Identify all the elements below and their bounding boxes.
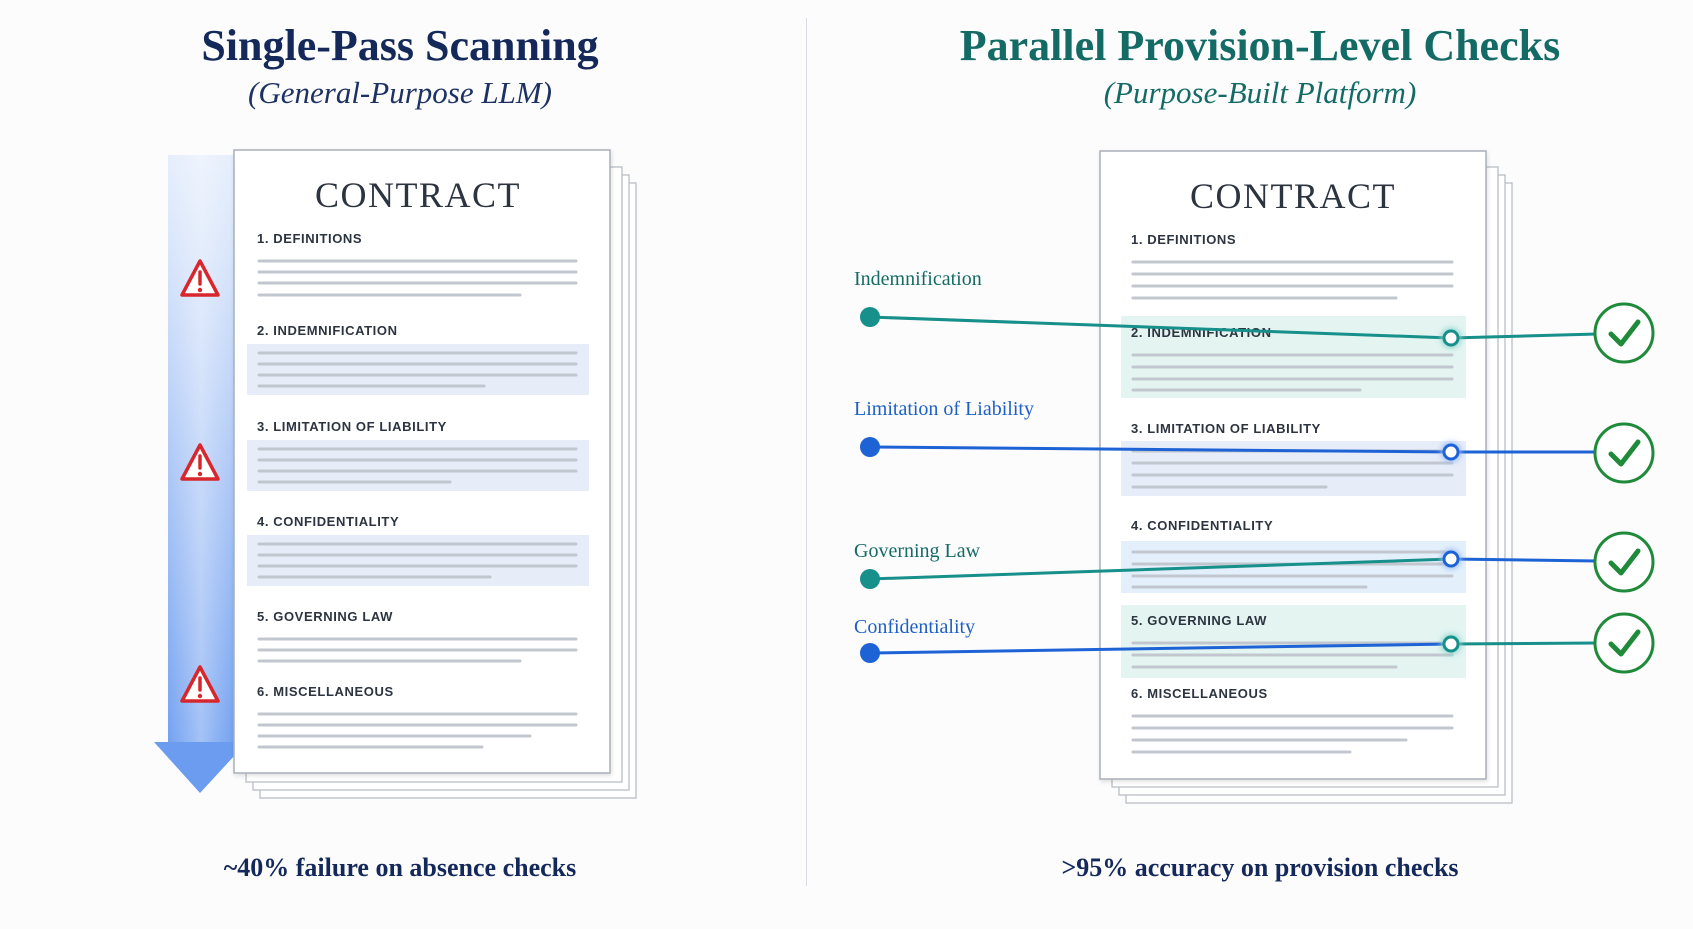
left-title: Single-Pass Scanning bbox=[201, 21, 599, 70]
down-arrow-icon bbox=[154, 742, 247, 793]
check-circle-icon bbox=[1593, 531, 1655, 593]
section-indemnification: 2. INDEMNIFICATION bbox=[257, 323, 398, 338]
connector-limitation-of-liability bbox=[860, 437, 1597, 462]
contract-heading: CONTRACT bbox=[1190, 176, 1396, 216]
highlight-band bbox=[1121, 316, 1466, 398]
connector-governing-law bbox=[860, 549, 1598, 589]
right-footer-stat: >95% accuracy on provision checks bbox=[1061, 853, 1459, 882]
right-contract-document: CONTRACT 1. DEFINITIONS 2. INDEMNIFICATI… bbox=[1099, 150, 1513, 804]
connector-confidentiality bbox=[860, 634, 1598, 663]
section-governing-law: 5. GOVERNING LAW bbox=[1131, 613, 1267, 628]
section-miscellaneous: 6. MISCELLANEOUS bbox=[257, 684, 394, 699]
check-circle-icon bbox=[1593, 302, 1655, 364]
label-limitation-of-liability: Limitation of Liability bbox=[854, 398, 1034, 420]
label-indemnification: Indemnification bbox=[854, 268, 982, 290]
check-circle-icon bbox=[1593, 612, 1655, 674]
warning-triangle-icon bbox=[180, 443, 220, 481]
section-miscellaneous: 6. MISCELLANEOUS bbox=[1131, 686, 1268, 701]
left-subtitle: (General-Purpose LLM) bbox=[248, 75, 552, 110]
warning-triangle-icon bbox=[180, 665, 220, 703]
right-title: Parallel Provision-Level Checks bbox=[959, 21, 1561, 70]
label-governing-law: Governing Law bbox=[854, 540, 981, 562]
section-governing-law: 5. GOVERNING LAW bbox=[257, 609, 393, 624]
section-definitions: 1. DEFINITIONS bbox=[257, 231, 362, 246]
section-limitation-of-liability: 3. LIMITATION OF LIABILITY bbox=[1131, 421, 1321, 436]
highlight-band bbox=[1121, 541, 1466, 593]
section-confidentiality: 4. CONFIDENTIALITY bbox=[1131, 518, 1273, 533]
connector-indemnification bbox=[860, 307, 1598, 348]
section-confidentiality: 4. CONFIDENTIALITY bbox=[257, 514, 399, 529]
right-subtitle: (Purpose-Built Platform) bbox=[1103, 75, 1417, 110]
text-lines bbox=[257, 259, 578, 749]
section-limitation-of-liability: 3. LIMITATION OF LIABILITY bbox=[257, 419, 447, 434]
contract-heading: CONTRACT bbox=[315, 175, 521, 215]
check-circle-icon bbox=[1593, 422, 1655, 484]
label-confidentiality: Confidentiality bbox=[854, 616, 975, 638]
left-contract-document: CONTRACT 1. DEFINITIONS 2. INDEMNIFICATI… bbox=[233, 149, 637, 799]
panel-divider bbox=[806, 18, 807, 886]
warning-triangle-icon bbox=[180, 259, 220, 297]
left-footer-stat: ~40% failure on absence checks bbox=[223, 853, 577, 882]
section-definitions: 1. DEFINITIONS bbox=[1131, 232, 1236, 247]
